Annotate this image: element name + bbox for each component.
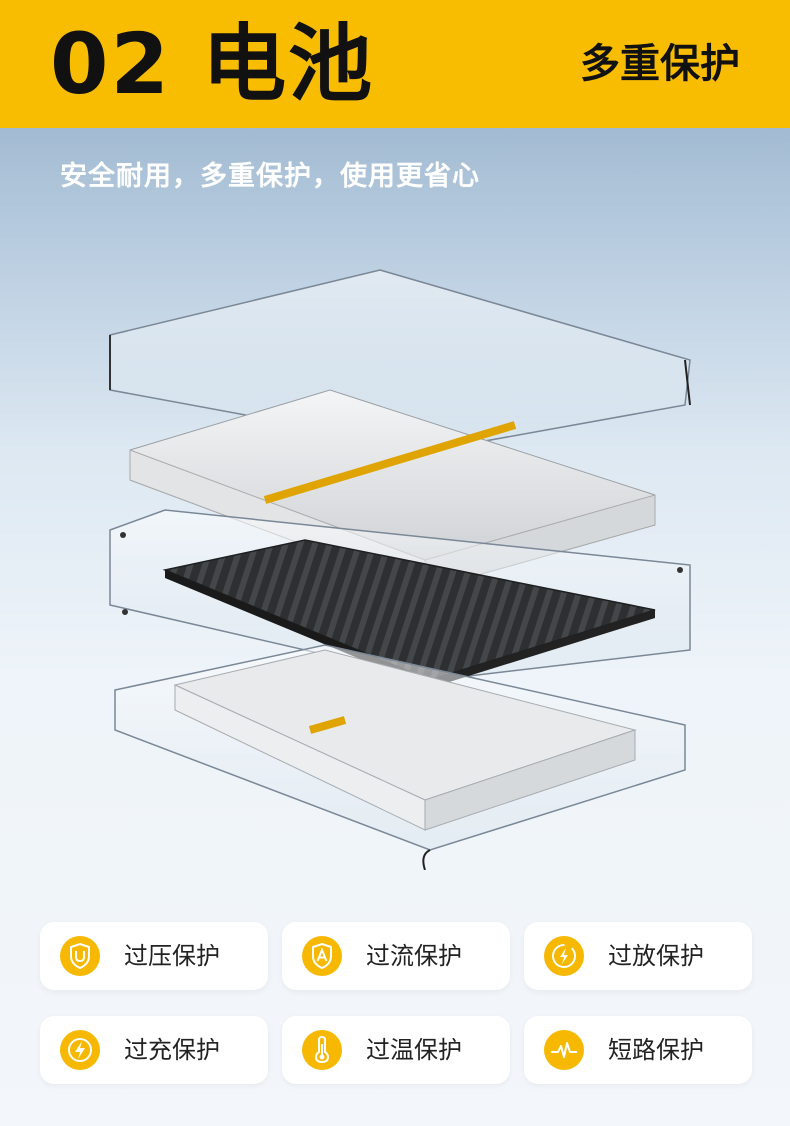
feature-label: 短路保护 bbox=[608, 1036, 704, 1064]
feature-label: 过压保护 bbox=[124, 942, 220, 970]
page-title: 02 电池 bbox=[50, 15, 375, 113]
lightning-circle-icon bbox=[544, 936, 584, 976]
shield-a-icon bbox=[302, 936, 342, 976]
lightning-bolt-icon bbox=[60, 1030, 100, 1070]
feature-label: 过温保护 bbox=[366, 1036, 462, 1064]
feature-grid: 过压保护 过流保护 过放保护 过充保护 bbox=[40, 922, 752, 1084]
page-subtitle: 多重保护 bbox=[580, 41, 740, 87]
pulse-bolt-icon bbox=[544, 1030, 584, 1070]
bottom-tray bbox=[114, 644, 686, 870]
battery-exploded-illustration bbox=[109, 269, 691, 870]
shield-u-icon bbox=[60, 936, 100, 976]
header-banner: 02 电池 多重保护 bbox=[0, 0, 790, 128]
top-cover bbox=[109, 269, 691, 476]
feature-label: 过放保护 bbox=[608, 942, 704, 970]
feature-card-overcharge: 过充保护 bbox=[40, 1016, 268, 1084]
feature-card-overtemperature: 过温保护 bbox=[282, 1016, 510, 1084]
feature-card-shortcircuit: 短路保护 bbox=[524, 1016, 752, 1084]
feature-card-overvoltage: 过压保护 bbox=[40, 922, 268, 990]
feature-card-overdischarge: 过放保护 bbox=[524, 922, 752, 990]
feature-label: 过充保护 bbox=[124, 1036, 220, 1064]
feature-card-overcurrent: 过流保护 bbox=[282, 922, 510, 990]
thermometer-icon bbox=[302, 1030, 342, 1070]
tagline: 安全耐用，多重保护，使用更省心 bbox=[60, 161, 480, 192]
feature-label: 过流保护 bbox=[366, 942, 462, 970]
